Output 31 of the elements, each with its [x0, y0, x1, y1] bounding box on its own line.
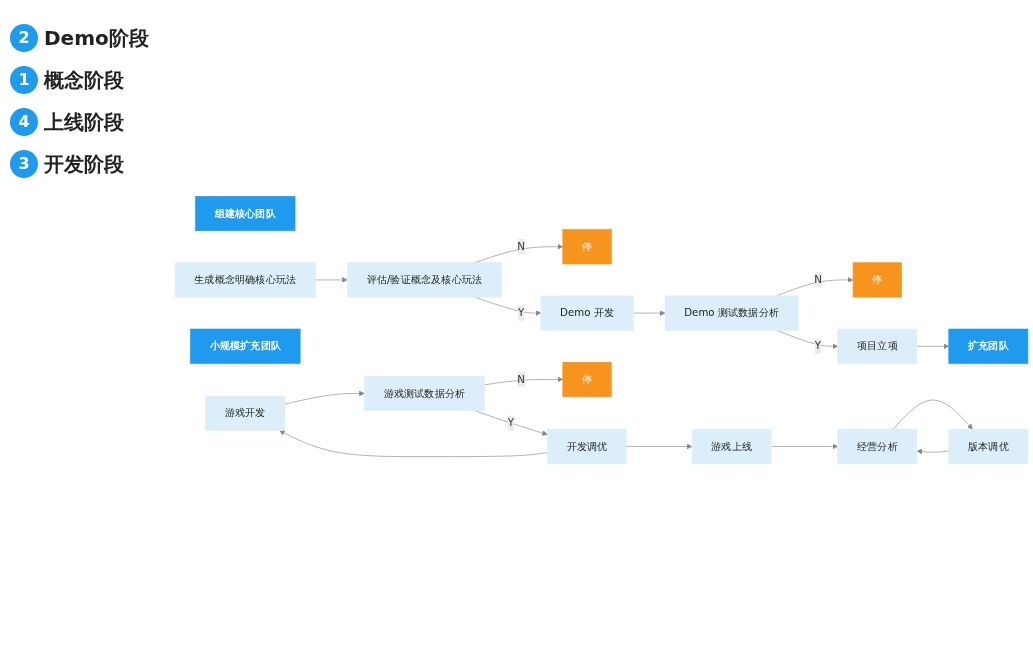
node-box: 扩充团队 [948, 328, 1029, 364]
step-number-badge: 1 [10, 66, 38, 94]
phase-title: 开发阶段 [44, 150, 124, 178]
edge-label: Y [518, 306, 525, 319]
edge-label: Y [507, 416, 515, 429]
edge-label: N [517, 240, 525, 253]
node-box: 游戏开发 [205, 395, 286, 431]
node-box: 项目立项 [837, 328, 918, 364]
phase-title: 概念阶段 [44, 66, 124, 94]
node-box: 小规模扩充团队 [190, 328, 301, 364]
node-box: 停 [852, 262, 902, 298]
node-box: 游戏上线 [691, 428, 772, 464]
node-box: 生成概念明确核心玩法 [174, 262, 316, 298]
node-box: Demo 测试数据分析 [664, 295, 799, 331]
node-box: 经营分析 [837, 428, 918, 464]
node-box: Demo 开发 [540, 295, 634, 331]
node-box: 组建核心团队 [195, 196, 296, 232]
edge-label: Y [814, 339, 822, 353]
node-box: 停 [562, 229, 612, 265]
step-number-badge: 4 [10, 108, 38, 136]
step-number-badge: 3 [10, 150, 38, 178]
edge-label: N [814, 273, 822, 286]
step-number-badge: 2 [10, 24, 38, 52]
phase-title: Demo阶段 [44, 24, 149, 52]
edge-label: N [517, 373, 525, 386]
node-box: 版本调优 [948, 428, 1029, 464]
node-box: 评估/验证概念及核心玩法 [347, 262, 502, 298]
node-box: 开发调优 [547, 428, 627, 464]
node-box: 游戏测试数据分析 [364, 375, 485, 412]
node-box: 停 [562, 361, 612, 397]
phase-title: 上线阶段 [44, 108, 124, 136]
